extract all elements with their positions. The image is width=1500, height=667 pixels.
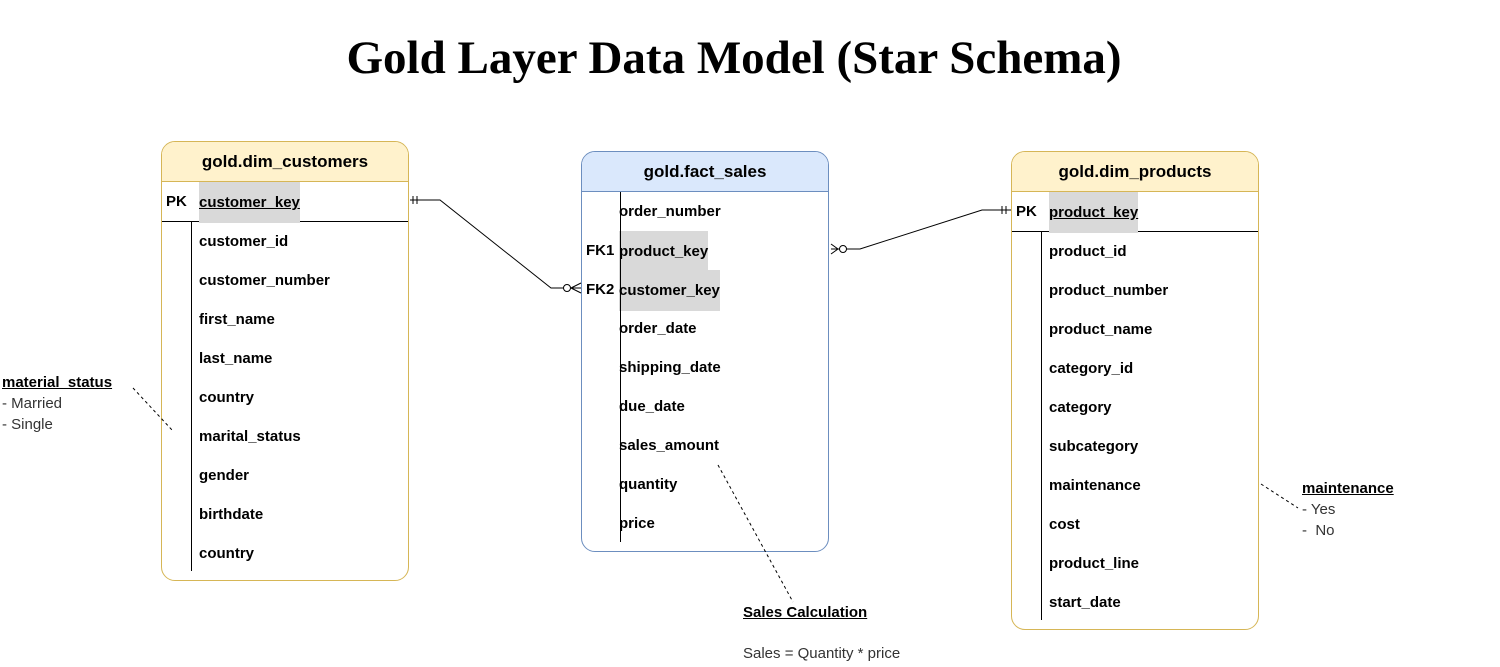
key-column-divider [191, 221, 192, 571]
field-name: marital_status [199, 428, 301, 445]
table-dim-customers-header: gold.dim_customers [162, 142, 408, 182]
diagram-title: Gold Layer Data Model (Star Schema) [346, 32, 1122, 84]
crow-foot-marker [830, 243, 839, 255]
key-column-divider [620, 192, 621, 542]
table-row: FK1 product_key [582, 231, 828, 272]
table-row: start_date [1012, 583, 1258, 622]
field-name: start_date [1049, 594, 1121, 611]
note-connector [1260, 483, 1299, 509]
field-name: category [1049, 399, 1112, 416]
field-name: country [199, 389, 255, 406]
table-row: marital_status [162, 417, 408, 456]
table-fact-sales[interactable]: gold.fact_sales order_number FK1 product… [581, 151, 829, 552]
field-name: price [619, 515, 655, 532]
table-row: gender [162, 456, 408, 495]
field-name: order_number [619, 203, 721, 220]
field-name: quantity [619, 476, 678, 493]
table-dim-products-header: gold.dim_products [1012, 152, 1258, 192]
table-row: product_name [1012, 310, 1258, 349]
table-row: country [162, 378, 408, 417]
marital-status-note: material_status - Married - Single [2, 372, 112, 435]
field-name: product_number [1049, 282, 1169, 299]
table-row: category [1012, 388, 1258, 427]
primary-key-field: customer_key [199, 182, 300, 223]
note-title: material_status [2, 374, 113, 391]
table-row: quantity [582, 465, 828, 504]
table-row: subcategory [1012, 427, 1258, 466]
note-line: - Married [2, 395, 63, 412]
table-row: sales_amount [582, 426, 828, 465]
note-title: Sales Calculation [743, 604, 868, 621]
crow-foot-marker [570, 282, 582, 294]
table-row: shipping_date [582, 348, 828, 387]
pk-label: PK [166, 193, 187, 210]
table-row: category_id [1012, 349, 1258, 388]
table-row: cost [1012, 505, 1258, 544]
field-name: sales_amount [619, 437, 720, 454]
maintenance-note: maintenance - Yes - No [1302, 478, 1394, 541]
table-row: due_date [582, 387, 828, 426]
table-dim-customers[interactable]: gold.dim_customers PK customer_key custo… [161, 141, 409, 581]
foreign-key-field: customer_key [619, 270, 720, 311]
pk-label: PK [1016, 203, 1037, 220]
table-row: customer_number [162, 261, 408, 300]
field-name: customer_id [199, 233, 289, 250]
field-name: customer_number [199, 272, 330, 289]
field-name: last_name [199, 350, 273, 367]
sales-formula: Sales = Quantity * price [743, 645, 901, 662]
table-row: order_date [582, 309, 828, 348]
table-row: product_number [1012, 271, 1258, 310]
table-row: PK product_key [1012, 192, 1258, 233]
field-name: maintenance [1049, 477, 1141, 494]
field-name: order_date [619, 320, 697, 337]
field-name: birthdate [199, 506, 264, 523]
field-name: category_id [1049, 360, 1134, 377]
field-name: due_date [619, 398, 685, 415]
field-name: product_name [1049, 321, 1153, 338]
table-row: customer_id [162, 222, 408, 261]
primary-key-field: product_key [1049, 192, 1139, 233]
table-row: birthdate [162, 495, 408, 534]
field-name: cost [1049, 516, 1080, 533]
key-column-divider [1041, 231, 1042, 620]
foreign-key-field: product_key [619, 231, 709, 272]
table-row: country [162, 534, 408, 573]
sales-products-relationship-line [831, 209, 1011, 250]
field-name: gender [199, 467, 250, 484]
note-line: - Yes [1302, 501, 1336, 518]
table-row: FK2 customer_key [582, 270, 828, 311]
customers-sales-relationship-line [410, 199, 581, 289]
table-row: first_name [162, 300, 408, 339]
table-dim-products[interactable]: gold.dim_products PK product_key product… [1011, 151, 1259, 630]
note-title: maintenance [1302, 480, 1394, 497]
table-row: maintenance [1012, 466, 1258, 505]
note-line: - Single [2, 416, 53, 433]
table-row: product_line [1012, 544, 1258, 583]
zero-optional-marker [563, 284, 571, 292]
field-name: subcategory [1049, 438, 1139, 455]
field-name: product_line [1049, 555, 1140, 572]
fk-label: FK2 [586, 281, 615, 298]
fk-label: FK1 [586, 242, 615, 259]
field-name: first_name [199, 311, 275, 328]
zero-optional-marker [839, 245, 847, 253]
table-row: price [582, 504, 828, 543]
table-fact-sales-header: gold.fact_sales [582, 152, 828, 192]
field-name: shipping_date [619, 359, 721, 376]
table-row: last_name [162, 339, 408, 378]
table-row: product_id [1012, 232, 1258, 271]
note-line: - No [1302, 522, 1335, 539]
table-row: order_number [582, 192, 828, 231]
table-row: PK customer_key [162, 182, 408, 223]
field-name: product_id [1049, 243, 1127, 260]
field-name: country [199, 545, 255, 562]
sales-calculation-note: Sales Calculation Sales = Quantity * pri… [743, 602, 900, 664]
